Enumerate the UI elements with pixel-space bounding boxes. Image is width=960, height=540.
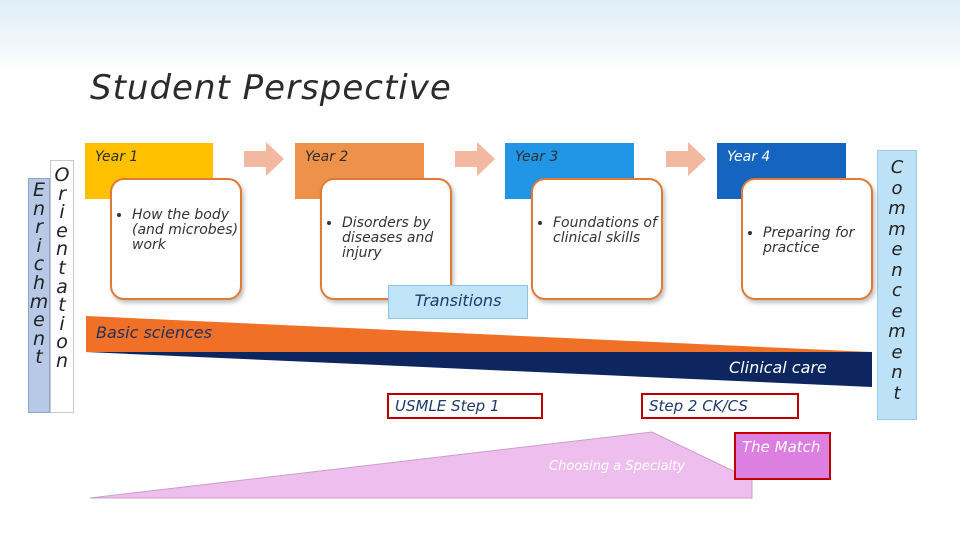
year-1-card: How the body (and microbes) work bbox=[110, 178, 242, 300]
orientation-letter: n bbox=[55, 238, 69, 261]
commencement-letter: n bbox=[891, 259, 903, 281]
arrow-icon bbox=[666, 142, 706, 176]
transitions-box bbox=[388, 285, 528, 319]
commencement-letter: t bbox=[893, 382, 901, 404]
basic-sciences-band bbox=[86, 316, 872, 352]
enrichment-letter: m bbox=[29, 290, 49, 313]
arrow-icon bbox=[244, 142, 284, 176]
background-band bbox=[0, 0, 960, 70]
year-4-card: Preparing for practice bbox=[741, 178, 873, 300]
orientation-letter: a bbox=[56, 275, 68, 298]
orientation-letter: o bbox=[56, 331, 68, 354]
clinical-care-band bbox=[86, 352, 872, 387]
arrow-icon bbox=[455, 142, 495, 176]
enrichment-letter: i bbox=[36, 234, 42, 257]
year-2-card: Disorders by diseases and injury bbox=[320, 178, 452, 300]
commencement-letter: e bbox=[891, 239, 903, 260]
commencement-letter: e bbox=[891, 341, 903, 363]
orientation-letter: O bbox=[54, 164, 70, 186]
enrichment-letter: E bbox=[32, 179, 45, 201]
clinical-care-label: Clinical care bbox=[729, 358, 827, 377]
usmle-step1-label: USMLE Step 1 bbox=[395, 397, 500, 415]
page-title: Student Perspective bbox=[90, 68, 452, 108]
orientation-letter: t bbox=[58, 256, 66, 279]
commencement-letter: c bbox=[892, 280, 902, 301]
orientation-label bbox=[50, 160, 74, 413]
enrichment-letter: n bbox=[32, 327, 46, 350]
orientation-letter: i bbox=[59, 312, 65, 335]
orientation-letter: n bbox=[55, 349, 69, 372]
commencement-letter: C bbox=[890, 157, 904, 178]
enrichment-letter: n bbox=[32, 197, 46, 220]
enrichment-letter: t bbox=[35, 346, 43, 369]
commencement-letter: o bbox=[891, 177, 903, 199]
commencement-letter: m bbox=[888, 218, 906, 240]
basic-sciences-label: Basic sciences bbox=[96, 323, 212, 342]
enrichment-letter: e bbox=[33, 309, 45, 332]
year-3-item: Foundations of clinical skills bbox=[553, 216, 661, 246]
the-match-label: The Match bbox=[742, 438, 821, 456]
usmle-step1-box: USMLE Step 1 bbox=[387, 393, 543, 419]
step2-box: Step 2 CK/CS bbox=[641, 393, 799, 419]
enrichment-letter: r bbox=[35, 216, 43, 239]
commencement-label bbox=[877, 150, 917, 420]
step2-label: Step 2 CK/CS bbox=[649, 397, 748, 415]
commencement-letter: m bbox=[888, 321, 906, 342]
the-match-box: The Match bbox=[734, 432, 831, 480]
year-2-item: Disorders by diseases and injury bbox=[342, 216, 450, 261]
year-4-item: Preparing for practice bbox=[763, 226, 871, 256]
orientation-letter: e bbox=[56, 219, 68, 242]
commencement-letter: e bbox=[891, 300, 903, 322]
transitions-label: Transitions bbox=[414, 291, 502, 310]
enrichment-letter: c bbox=[33, 253, 45, 276]
commencement-letter: n bbox=[891, 362, 903, 383]
year-3-card: Foundations of clinical skills bbox=[531, 178, 663, 300]
choosing-specialty-label: Choosing a Specialty bbox=[549, 459, 685, 474]
orientation-letter: i bbox=[59, 201, 65, 224]
enrichment-letter: h bbox=[32, 271, 46, 294]
orientation-letter: r bbox=[58, 182, 66, 205]
commencement-letter: m bbox=[888, 198, 906, 219]
enrichment-label bbox=[28, 178, 50, 413]
choosing-specialty-band bbox=[89, 431, 753, 499]
orientation-letter: t bbox=[58, 294, 66, 317]
year-1-item: How the body (and microbes) work bbox=[132, 208, 240, 253]
